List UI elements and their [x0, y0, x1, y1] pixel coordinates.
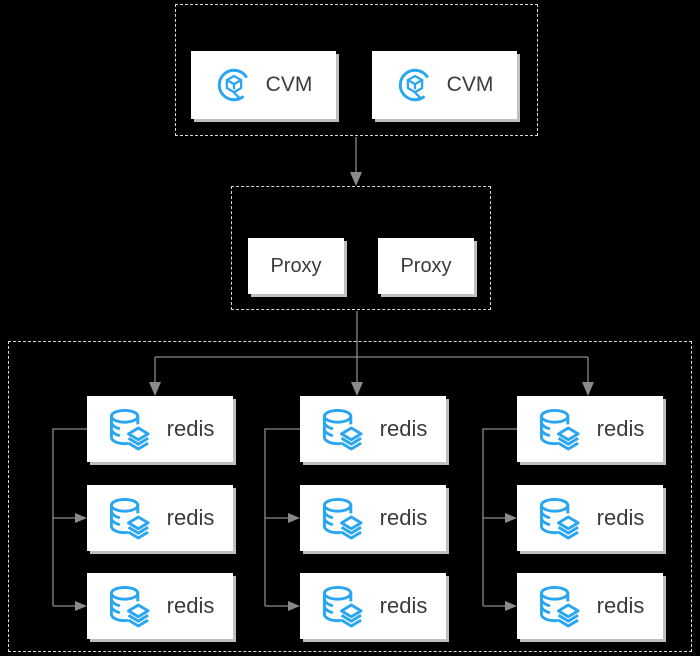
- cvm-node-2: CVM: [372, 51, 517, 119]
- redis-node-label: redis: [166, 416, 215, 441]
- redis-group: [8, 341, 692, 652]
- redis-node-shard3-replica1: redis: [517, 485, 663, 551]
- redis-node-shard2-master: redis: [300, 396, 446, 462]
- redis-node-shard1-replica2: redis: [87, 573, 233, 639]
- redis-node-label: redis: [166, 505, 215, 530]
- redis-database-icon: [109, 497, 152, 540]
- redis-node-label: redis: [166, 593, 215, 618]
- redis-database-icon: [109, 585, 152, 628]
- redis-node-shard2-replica1: redis: [300, 485, 446, 551]
- redis-node-shard1-master: redis: [87, 396, 233, 462]
- proxy-node-label: Proxy: [270, 254, 322, 277]
- cvm-node-label: CVM: [265, 73, 313, 96]
- redis-database-icon: [322, 497, 365, 540]
- cvm-node-label: CVM: [446, 73, 494, 96]
- redis-database-icon: [539, 408, 582, 451]
- redis-database-icon: [539, 585, 582, 628]
- redis-node-label: redis: [596, 416, 645, 441]
- proxy-node-1: Proxy: [248, 238, 344, 294]
- redis-node-label: redis: [379, 593, 428, 618]
- redis-database-icon: [322, 585, 365, 628]
- tencent-cloud-cvm-icon: [398, 68, 429, 102]
- redis-node-shard2-replica2: redis: [300, 573, 446, 639]
- proxy-group: Proxy Proxy: [231, 186, 491, 310]
- cvm-node-1: CVM: [191, 51, 336, 119]
- redis-database-icon: [109, 408, 152, 451]
- redis-node-label: redis: [379, 416, 428, 441]
- redis-node-shard3-replica2: redis: [517, 573, 663, 639]
- cvm-group: CVM CVM: [175, 4, 538, 136]
- proxy-node-label: Proxy: [400, 254, 452, 277]
- tencent-cloud-cvm-icon: [217, 68, 248, 102]
- proxy-node-2: Proxy: [378, 238, 474, 294]
- redis-database-icon: [322, 408, 365, 451]
- redis-database-icon: [539, 497, 582, 540]
- arrow-cvm-to-proxy: [350, 137, 362, 186]
- redis-node-shard3-master: redis: [517, 396, 663, 462]
- redis-node-label: redis: [379, 505, 428, 530]
- redis-node-shard1-replica1: redis: [87, 485, 233, 551]
- redis-node-label: redis: [596, 505, 645, 530]
- redis-node-label: redis: [596, 593, 645, 618]
